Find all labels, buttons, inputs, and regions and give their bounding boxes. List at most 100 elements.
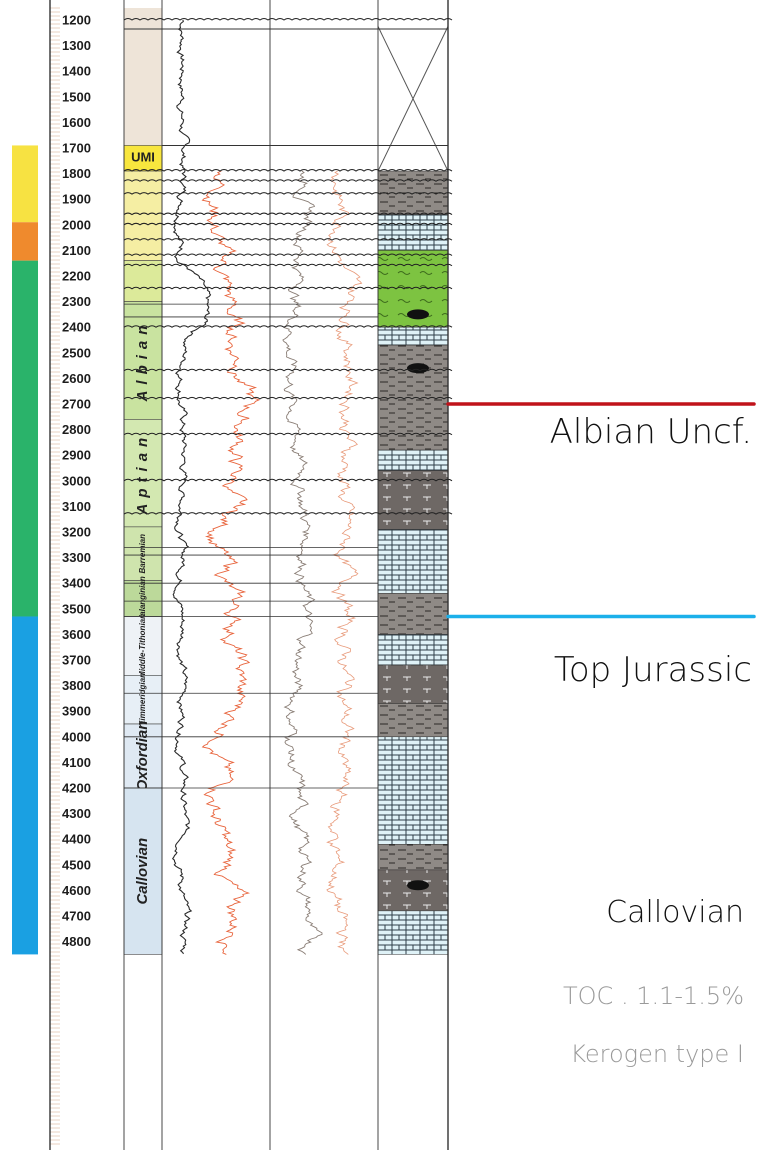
log-curve (201, 170, 261, 955)
unconformity-line (123, 512, 453, 515)
depth-tick-label: 2500 (62, 345, 91, 360)
unconformity-line (123, 263, 453, 267)
lithology-interval (377, 214, 449, 251)
unconformity-line (123, 18, 453, 21)
stage-label: Valanginian (138, 576, 147, 621)
era-segment (12, 145, 38, 223)
depth-tick-label: 4400 (62, 832, 91, 847)
unconformity-line (123, 192, 453, 195)
depth-tick-label: 2700 (62, 397, 91, 412)
stage-interval-top (124, 8, 162, 146)
unconformity-line (123, 396, 453, 400)
depth-tick-label: 1200 (62, 13, 91, 28)
albian-unconformity-label: Albian Uncf. (549, 412, 752, 452)
lithology-column (377, 26, 449, 955)
depth-tick-label: 3100 (62, 499, 91, 514)
depth-tick-label: 4600 (62, 883, 91, 898)
stage-label: Oxfordian (134, 721, 151, 792)
depth-tick-label: 3200 (62, 525, 91, 540)
stage-label: Callovian (134, 838, 151, 905)
depth-tick-label: 3800 (62, 678, 91, 693)
depth-tick-label: 4200 (62, 781, 91, 796)
lithology-interval (377, 634, 449, 666)
unconformity-line (123, 432, 453, 436)
log-curve (326, 170, 363, 955)
stage-interval (123, 170, 163, 261)
depth-tick-label: 2800 (62, 422, 91, 437)
stage-label: Kimmeridgian (138, 673, 147, 726)
log-frame (49, 0, 453, 1150)
annotation-lines (446, 402, 756, 619)
stage-interval (123, 580, 163, 617)
depth-tick-label: 1700 (62, 141, 91, 156)
depth-tick-label: 1600 (62, 115, 91, 130)
depth-tick-label: 2900 (62, 448, 91, 463)
stage-label: UMI (131, 150, 155, 165)
depth-tick-label: 4700 (62, 909, 91, 924)
unconformity-line (123, 169, 453, 172)
kerogen-type-text: Kerogen type I (570, 1040, 744, 1068)
lithology-nodule (407, 309, 429, 320)
depth-tick-label: 2200 (62, 269, 91, 284)
lithology-interval (377, 593, 449, 635)
depth-tick-label: 3900 (62, 704, 91, 719)
depth-tick-label: 3300 (62, 550, 91, 565)
stage-interval (123, 419, 163, 528)
unconformity-line (123, 212, 453, 216)
callovian-heading: Callovian (606, 895, 744, 930)
top-jurassic-label: Top Jurassic (553, 650, 752, 690)
lithology-nodule (407, 880, 429, 891)
stage-interval (123, 675, 163, 725)
stage-label: Albian (134, 320, 151, 403)
toc-range-text: TOC . 1.1-1.5% (563, 982, 744, 1010)
depth-tick-label: 1400 (62, 64, 91, 79)
unconformity-line (123, 478, 453, 482)
depth-tick-label: 3000 (62, 473, 91, 488)
unconformity-line (123, 368, 453, 372)
depth-tick-label: 4000 (62, 729, 91, 744)
lithology-interval (377, 844, 449, 871)
stage-interval (123, 145, 163, 172)
depth-tick-label: 2100 (62, 243, 91, 258)
depth-tick-label: 2600 (62, 371, 91, 386)
era-column (12, 145, 38, 955)
lithology-interval (377, 529, 449, 594)
lithology-interval (377, 703, 449, 738)
depth-tick-label: 2000 (62, 217, 91, 232)
unconformity-line (123, 325, 453, 328)
log-curve (171, 19, 212, 955)
stage-label: Barremian (138, 534, 147, 574)
unconformity-line (123, 222, 453, 226)
stage-column: UMI AlbianAptianBarremianValanginianMiddl… (123, 8, 163, 955)
depth-tick-label: 3400 (62, 576, 91, 591)
depth-tick-label: 4500 (62, 857, 91, 872)
era-segment (12, 222, 38, 261)
log-curve (282, 170, 323, 955)
stage-label: Middle-Tithonian (138, 614, 147, 678)
stage-label: Aptian (134, 432, 151, 516)
unconformity-line (123, 238, 453, 241)
era-segment (12, 616, 38, 955)
lithology-nodule (407, 363, 429, 374)
lithology-interval (377, 736, 449, 845)
depth-tick-label: 1900 (62, 192, 91, 207)
depth-tick-label: 3700 (62, 653, 91, 668)
depth-tick-label: 1800 (62, 166, 91, 181)
lithology-interval (377, 326, 449, 346)
depth-tick-label: 3600 (62, 627, 91, 642)
unconformity-line (123, 286, 453, 290)
depth-tick-label: 3500 (62, 601, 91, 616)
depth-tick-label: 4300 (62, 806, 91, 821)
stage-interval (123, 301, 163, 420)
depth-tick-label: 2400 (62, 320, 91, 335)
log-tracks (171, 19, 363, 955)
lithology-interval (377, 664, 449, 704)
depth-tick-label: 4800 (62, 934, 91, 949)
no-data-cross (377, 26, 449, 172)
depth-tick-label: 1500 (62, 89, 91, 104)
lithology-interval (377, 910, 449, 955)
lithology-interval (377, 869, 449, 912)
depth-scale-background (50, 7, 60, 1145)
depth-tick-label: 1300 (62, 38, 91, 53)
